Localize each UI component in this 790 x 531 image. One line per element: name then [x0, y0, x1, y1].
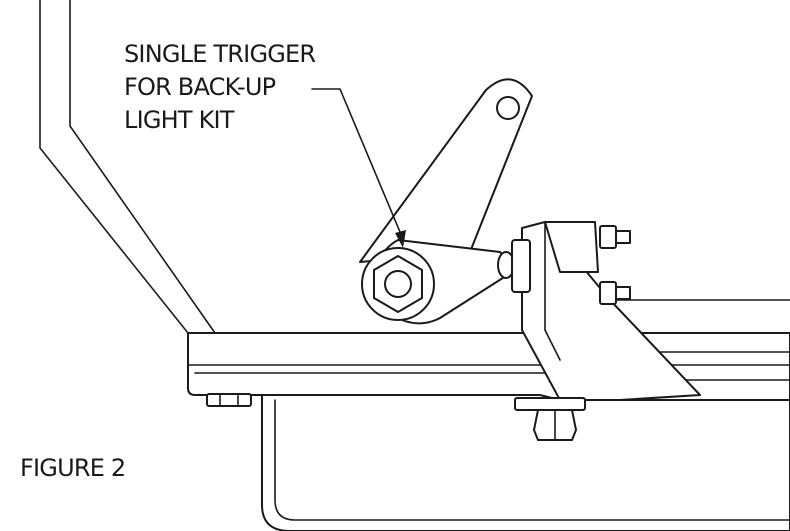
left-bolt: [206, 393, 252, 407]
bracket-clamp: [511, 221, 631, 305]
lower-housing: [261, 394, 790, 531]
mounting-rail: [187, 332, 790, 401]
callout-line-1: SINGLE TRIGGER: [124, 40, 316, 68]
lower-bolt: [514, 397, 586, 441]
callout-line-2: FOR BACK-UP: [124, 73, 276, 101]
callout-line-3: LIGHT KIT: [124, 106, 234, 134]
trigger-switch: [361, 239, 515, 325]
callout-leader: [311, 88, 406, 248]
lever-arm: [359, 78, 533, 263]
figure-caption: FIGURE 2: [20, 454, 126, 482]
callout-label: SINGLE TRIGGER FOR BACK-UP LIGHT KIT: [124, 38, 316, 137]
